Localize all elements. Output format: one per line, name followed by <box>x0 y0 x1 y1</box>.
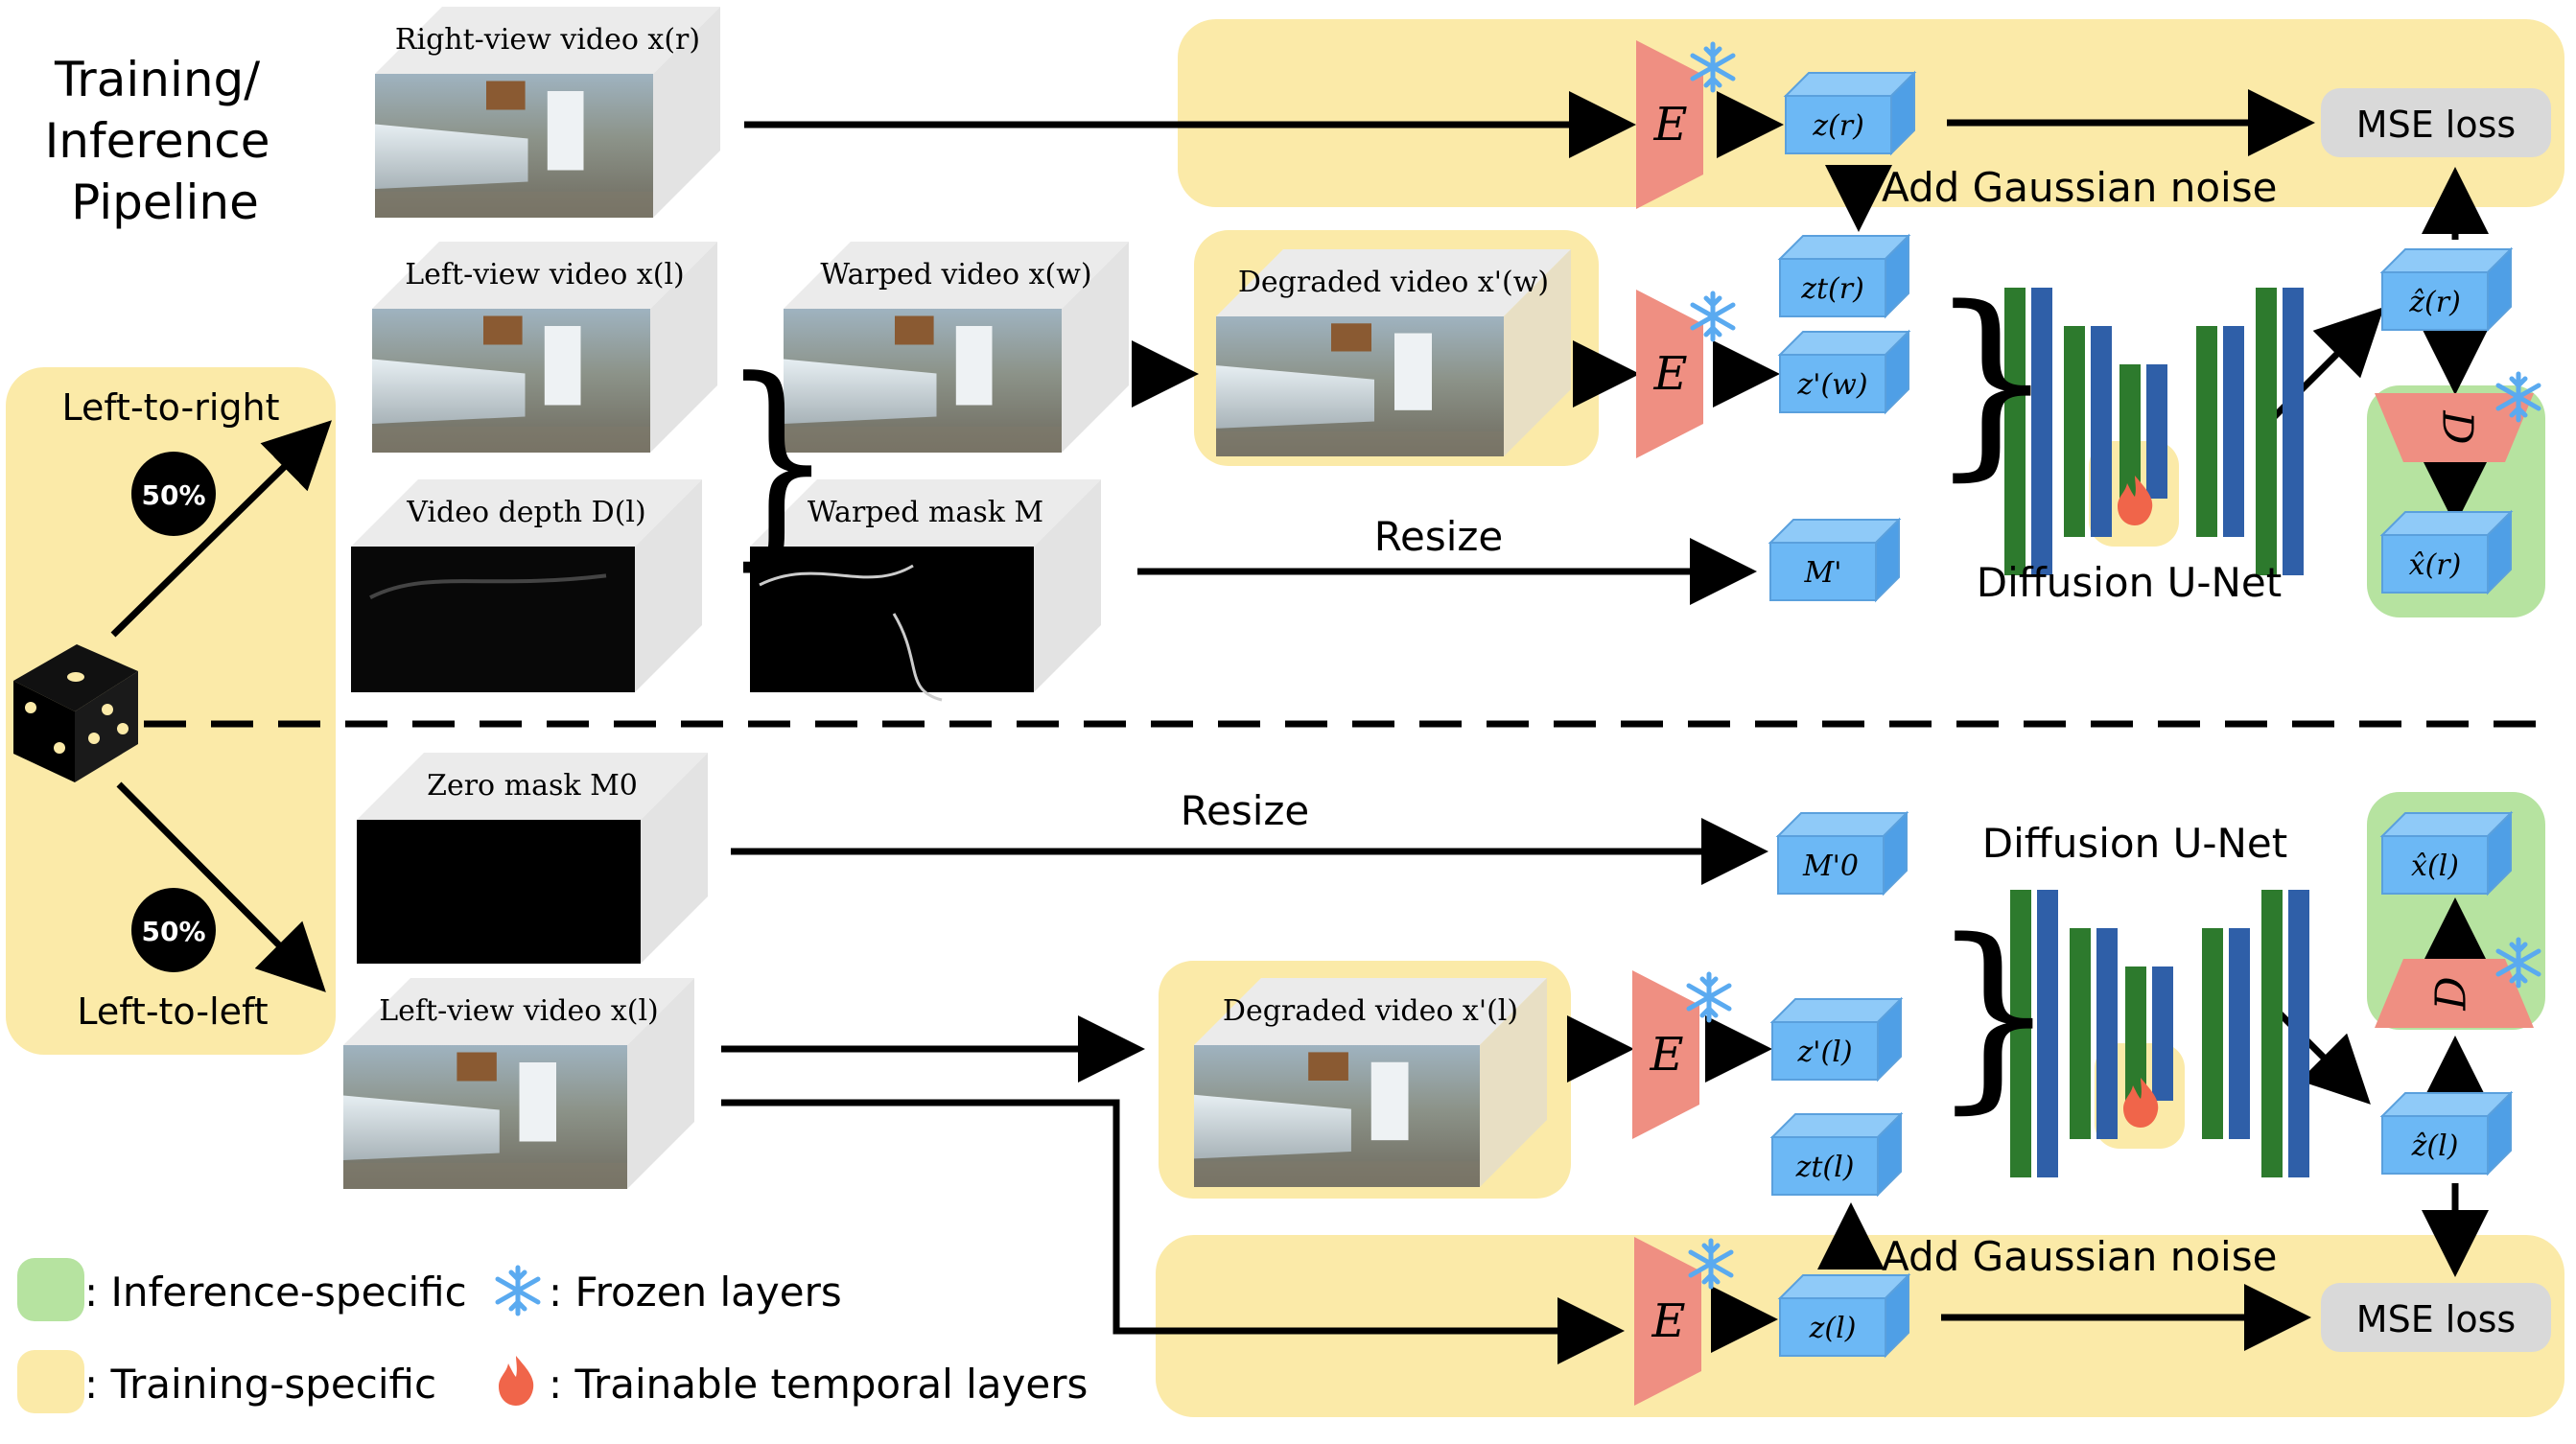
svg-text:Video depth D(l): Video depth D(l) <box>406 496 645 529</box>
svg-text:ẑ(r): ẑ(r) <box>2408 286 2461 319</box>
bottom-prob-text: 50% <box>141 916 205 947</box>
latent-zt-r-top: zt(r) <box>1777 233 1911 319</box>
svg-text:ẑ(l): ẑ(l) <box>2411 1130 2459 1163</box>
svg-text:Left-view video x(l): Left-view video x(l) <box>405 258 685 291</box>
latent-xhat-top: x̂(r) <box>2379 509 2514 595</box>
latent-zt-l-bottom: zt(l) <box>1769 1111 1904 1198</box>
latent-z-l-deg-bottom: z'(l) <box>1769 996 1904 1083</box>
brace-unet-bottom: } <box>1930 897 2058 1131</box>
legend-inference-swatch <box>17 1258 84 1321</box>
latent-m-top: M' <box>1768 517 1902 603</box>
decoder-bottom: D <box>2375 940 2539 1028</box>
left-view-video-top: Left-view video x(l) <box>372 242 717 453</box>
arrow-to-left-to-left <box>116 781 326 992</box>
svg-text:z(l): z(l) <box>1809 1312 1857 1345</box>
legend-inference-text: : Inference-specific <box>84 1269 467 1316</box>
decoder-top: D <box>2375 374 2539 462</box>
latent-m0-bottom: M'0 <box>1775 810 1909 897</box>
dice-icon <box>13 644 138 782</box>
sampler-bottom-label: Left-to-left <box>77 990 268 1033</box>
svg-text:M': M' <box>1804 556 1842 590</box>
svg-text:Degraded video x'(l): Degraded video x'(l) <box>1223 994 1518 1028</box>
resize-label-bottom: Resize <box>1181 787 1310 834</box>
mse-loss-top <box>2321 88 2551 157</box>
encoder-bottom-degraded: E <box>1632 970 1729 1139</box>
unet-top <box>2004 288 2304 575</box>
svg-text:Right-view video x(r): Right-view video x(r) <box>395 23 700 57</box>
svg-text:Warped mask M: Warped mask M <box>808 496 1043 529</box>
brace-left-inputs: } <box>721 334 833 590</box>
noise-label-bottom: Add Gaussian noise <box>1882 1233 2277 1280</box>
latent-z-l-bottom: z(l) <box>1777 1272 1911 1359</box>
svg-text:Zero mask M0: Zero mask M0 <box>427 769 638 803</box>
svg-text:z'(l): z'(l) <box>1796 1036 1852 1069</box>
legend-frozen-text: : Frozen layers <box>549 1269 842 1316</box>
degraded-video-top: Degraded video x'(w) <box>1216 249 1571 456</box>
zero-mask: Zero mask M0 <box>357 753 708 964</box>
legend-training-swatch <box>17 1350 84 1413</box>
arrow-to-left-to-right <box>110 420 332 638</box>
legend-training-text: : Training-specific <box>84 1361 436 1408</box>
arrow-left-to-E-bottom <box>721 1099 1625 1364</box>
mse-loss-top-text: MSE loss <box>2356 104 2516 146</box>
brace-unet-top: } <box>1928 264 2056 499</box>
svg-text:E: E <box>1652 98 1687 151</box>
latent-xhat-bottom: x̂(l) <box>2379 810 2514 897</box>
video-depth: Video depth D(l) <box>351 479 702 692</box>
mse-loss-bottom-text: MSE loss <box>2356 1298 2516 1340</box>
mse-loss-bottom <box>2321 1283 2551 1352</box>
unet-label-bottom: Diffusion U-Net <box>1982 820 2287 867</box>
latent-zhat-bottom: ẑ(l) <box>2379 1090 2514 1176</box>
svg-text:z'(w): z'(w) <box>1796 368 1867 402</box>
svg-text:E: E <box>1652 347 1687 401</box>
top-prob-text: 50% <box>141 479 205 511</box>
noise-label-top: Add Gaussian noise <box>1882 164 2277 211</box>
right-view-video: Right-view video x(r) <box>375 7 720 218</box>
svg-text:M'0: M'0 <box>1802 850 1859 883</box>
encoder-bottom-left: E <box>1634 1237 1731 1406</box>
degraded-video-bottom: Degraded video x'(l) <box>1194 978 1547 1187</box>
left-view-video-bottom: Left-view video x(l) <box>343 978 694 1189</box>
legend-trainable-text: : Trainable temporal layers <box>549 1361 1088 1408</box>
legend-fire-icon <box>499 1356 534 1406</box>
svg-text:zt(r): zt(r) <box>1800 272 1864 306</box>
svg-text:Degraded video x'(w): Degraded video x'(w) <box>1238 266 1549 299</box>
svg-text:Warped video x(w): Warped video x(w) <box>820 258 1091 291</box>
unet-label-top: Diffusion U-Net <box>1977 559 2282 606</box>
sampler-panel <box>6 367 336 1055</box>
latent-zw-top: z'(w) <box>1777 329 1911 415</box>
svg-text:z(r): z(r) <box>1812 109 1864 143</box>
svg-text:x̂(l): x̂(l) <box>2411 850 2459 883</box>
encoder-top-right: E <box>1636 40 1733 209</box>
encoder-top-degraded: E <box>1636 290 1733 458</box>
pipeline-title: Training/ Inference Pipeline <box>45 52 286 230</box>
svg-text:zt(l): zt(l) <box>1795 1151 1855 1184</box>
svg-text:E: E <box>1649 1028 1683 1082</box>
legend-snowflake-icon <box>498 1268 538 1314</box>
sampler-top-label: Left-to-right <box>61 386 279 429</box>
latent-zr-top: z(r) <box>1783 70 1917 156</box>
svg-text:x̂(r): x̂(r) <box>2409 548 2462 582</box>
warped-video: Warped video x(w) <box>784 242 1129 453</box>
svg-text:D: D <box>2427 976 2476 1011</box>
unet-bottom <box>2010 890 2309 1177</box>
svg-text:D: D <box>2433 409 2482 444</box>
resize-label-top: Resize <box>1374 513 1504 560</box>
bottom-prob-badge <box>131 888 216 972</box>
svg-text:Left-view video x(l): Left-view video x(l) <box>379 994 659 1028</box>
top-prob-badge <box>131 452 216 536</box>
warped-mask: Warped mask M <box>750 479 1101 702</box>
svg-text:E: E <box>1651 1294 1685 1348</box>
latent-zhat-top: ẑ(r) <box>2379 246 2514 333</box>
